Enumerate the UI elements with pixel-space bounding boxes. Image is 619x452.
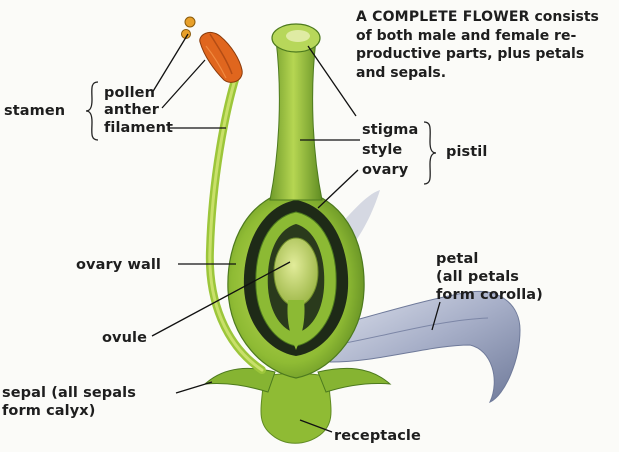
stamen-brace <box>84 80 100 142</box>
sepal-right <box>318 368 390 392</box>
label-receptacle: receptacle <box>334 428 421 444</box>
label-stigma: stigma <box>362 122 418 138</box>
label-style: style <box>362 142 402 158</box>
anther-shape <box>200 32 242 82</box>
label-ovule: ovule <box>102 330 147 346</box>
label-pistil: pistil <box>446 144 487 160</box>
caption-heading: A COMPLETE FLOWER <box>356 9 530 25</box>
label-ovary: ovary <box>362 162 408 178</box>
label-filament: filament <box>104 120 173 136</box>
label-sepal: sepal (all sepals form calyx) <box>2 384 136 420</box>
pollen-shape <box>182 17 196 39</box>
pistil-brace <box>422 120 438 186</box>
label-stamen: stamen <box>4 103 65 119</box>
caption: A COMPLETE FLOWER consists of both male … <box>356 8 618 82</box>
label-petal: petal (all petals form corolla) <box>436 250 543 304</box>
style-shape <box>270 40 322 200</box>
ovule-shape <box>274 238 318 306</box>
label-pollen: pollen <box>104 85 155 101</box>
label-ovary-wall: ovary wall <box>76 257 161 273</box>
receptacle-shape <box>261 374 331 444</box>
label-anther: anther <box>104 102 159 118</box>
